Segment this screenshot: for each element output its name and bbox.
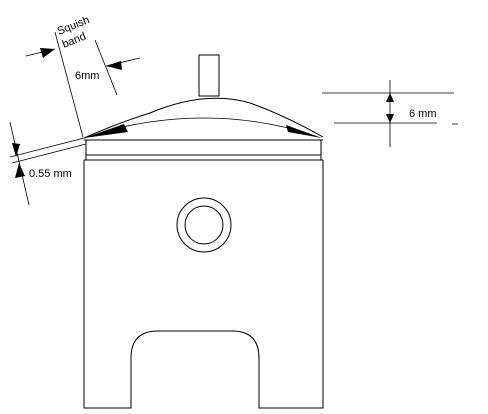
squish-width-label: 6mm [75,70,99,82]
piston-crown [84,139,323,160]
squish-band-dimension [25,31,141,138]
clearance-label: 0.55 mm [29,168,72,180]
clearance-dimension [9,121,87,206]
right-dimension-label: 6 mm [409,108,437,120]
spark-plug-stub [198,54,220,97]
piston-body [83,159,324,409]
right-dimension [322,80,458,147]
combustion-dome [83,97,324,139]
gudgeon-pin [176,197,232,253]
